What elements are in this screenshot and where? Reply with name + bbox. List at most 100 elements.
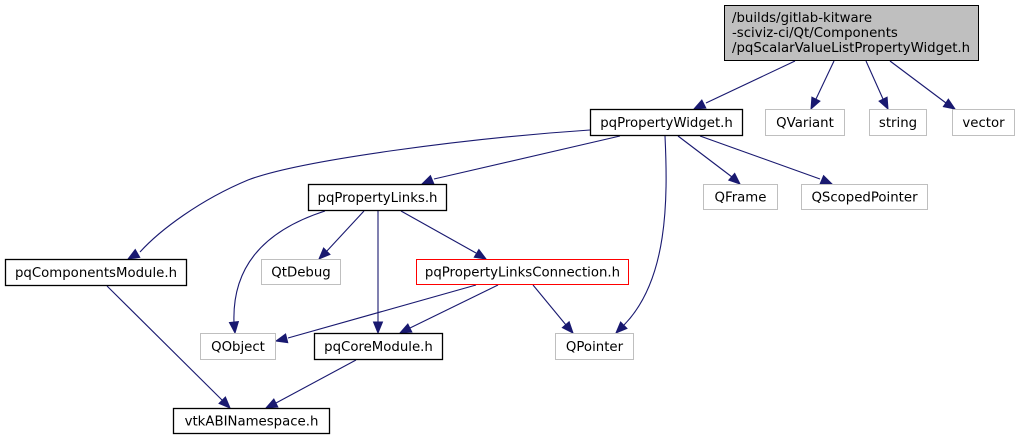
node-box — [200, 333, 276, 360]
arrowhead-icon — [372, 321, 384, 335]
arrowhead-icon — [692, 99, 707, 110]
node-root[interactable]: /builds/gitlab-kitware -sciviz-ci/Qt/Com… — [724, 5, 979, 61]
node-QFrame: QFrame — [703, 184, 778, 210]
node-pqCoreModule[interactable]: pqCoreModule.h — [313, 332, 444, 361]
edge-line — [233, 210, 326, 324]
node-label: pqCoreModule.h — [324, 340, 433, 355]
edge-line — [409, 284, 499, 329]
edge-line — [865, 60, 884, 100]
edges-layer — [106, 60, 957, 409]
node-label: pqPropertyLinksConnection.h — [425, 266, 620, 281]
arrowhead-icon — [228, 321, 240, 335]
edge-pqPropertyWidget-to-QPointer — [615, 135, 667, 334]
node-box — [765, 109, 845, 136]
node-root-line-3: /pqScalarValueListPropertyWidget.h — [732, 41, 970, 56]
edge-line — [623, 135, 667, 326]
node-pqPropertyLinksConnection[interactable]: pqPropertyLinksConnection.h — [416, 259, 629, 285]
node-box — [952, 109, 1015, 136]
node-pqComponentsModule[interactable]: pqComponentsModule.h — [4, 258, 188, 287]
edge-line — [815, 60, 835, 100]
node-box — [703, 184, 778, 210]
node-label: QScopedPointer — [811, 191, 918, 206]
edge-pqPropertyLinksConnection-to-pqCoreModule — [398, 284, 499, 334]
edge-line — [325, 210, 365, 253]
node-root-box — [724, 5, 979, 61]
edge-line — [532, 284, 567, 326]
arrowhead-icon — [473, 248, 488, 260]
edge-pqPropertyLinks-to-QObject — [228, 210, 326, 335]
arrowhead-icon — [727, 172, 741, 185]
node-label: QObject — [211, 340, 265, 355]
edge-pqPropertyWidget-to-pqComponentsModule — [126, 129, 591, 260]
edge-root-to-pqPropertyWidget — [692, 60, 796, 110]
node-vtkABINamespace[interactable]: vtkABINamespace.h — [172, 407, 331, 435]
edge-pqCoreModule-to-vtkABINamespace — [264, 359, 357, 409]
edge-pqPropertyLinks-to-QtDebug — [318, 210, 365, 260]
edge-pqPropertyLinksConnection-to-QPointer — [532, 284, 574, 334]
edge-line — [433, 135, 621, 180]
edge-root-to-vector — [889, 60, 957, 110]
arrowhead-icon — [561, 320, 574, 334]
node-box — [589, 108, 744, 137]
edge-line — [889, 60, 947, 104]
node-box — [172, 407, 331, 435]
arrowhead-icon — [274, 333, 289, 344]
node-label: vtkABINamespace.h — [185, 415, 319, 430]
node-QVariant: QVariant — [765, 109, 845, 136]
arrowhead-icon — [878, 96, 889, 111]
node-label: QVariant — [776, 116, 834, 131]
arrowhead-icon — [264, 398, 279, 409]
nodes-layer: /builds/gitlab-kitware -sciviz-ci/Qt/Com… — [4, 5, 1015, 435]
node-root-line-1: /builds/gitlab-kitware — [732, 11, 872, 26]
edge-line — [400, 210, 477, 254]
node-pqPropertyWidget[interactable]: pqPropertyWidget.h — [589, 108, 744, 137]
node-label: pqPropertyWidget.h — [600, 116, 733, 131]
edge-pqPropertyWidget-to-QFrame — [677, 135, 741, 185]
node-box — [416, 259, 629, 285]
node-label: QFrame — [715, 191, 767, 206]
node-box — [261, 259, 341, 285]
arrowhead-icon — [218, 396, 231, 409]
edge-line — [287, 284, 477, 339]
node-string: string — [869, 109, 927, 136]
arrowhead-icon — [819, 174, 834, 185]
node-QtDebug: QtDebug — [261, 259, 341, 285]
edge-pqComponentsModule-to-vtkABINamespace — [106, 285, 231, 409]
edge-line — [139, 129, 591, 253]
edge-line — [699, 135, 821, 180]
edge-pqPropertyWidget-to-QScopedPointer — [699, 135, 834, 185]
node-box — [555, 333, 634, 360]
arrowhead-icon — [942, 98, 957, 110]
node-box — [4, 258, 188, 287]
node-QScopedPointer: QScopedPointer — [801, 184, 928, 210]
node-label: vector — [962, 116, 1005, 131]
node-QPointer: QPointer — [555, 333, 634, 360]
arrowhead-icon — [318, 247, 331, 260]
node-label: QtDebug — [271, 266, 330, 281]
node-QObject: QObject — [200, 333, 276, 360]
edge-line — [705, 60, 796, 104]
arrowhead-icon — [398, 323, 413, 334]
arrowhead-icon — [615, 321, 628, 334]
edge-line — [106, 285, 224, 402]
node-box — [869, 109, 927, 136]
edge-pqPropertyLinks-to-pqPropertyLinksConnection — [400, 210, 488, 260]
edge-line — [275, 359, 357, 404]
node-label: pqPropertyLinks.h — [318, 191, 438, 206]
edge-pqPropertyLinksConnection-to-QObject — [274, 284, 477, 344]
node-vector: vector — [952, 109, 1015, 136]
node-box — [801, 184, 928, 210]
edge-root-to-QVariant — [810, 60, 835, 111]
node-label: QPointer — [566, 340, 624, 355]
arrowhead-icon — [126, 248, 141, 260]
edge-line — [677, 135, 733, 178]
arrowhead-icon — [810, 96, 821, 111]
arrowhead-icon — [420, 174, 435, 185]
node-label: pqComponentsModule.h — [15, 266, 177, 281]
node-pqPropertyLinks[interactable]: pqPropertyLinks.h — [307, 183, 448, 212]
node-box — [307, 183, 448, 212]
node-root-line-2: -sciviz-ci/Qt/Components — [732, 26, 898, 41]
node-box — [313, 332, 444, 361]
edge-root-to-string — [865, 60, 889, 111]
